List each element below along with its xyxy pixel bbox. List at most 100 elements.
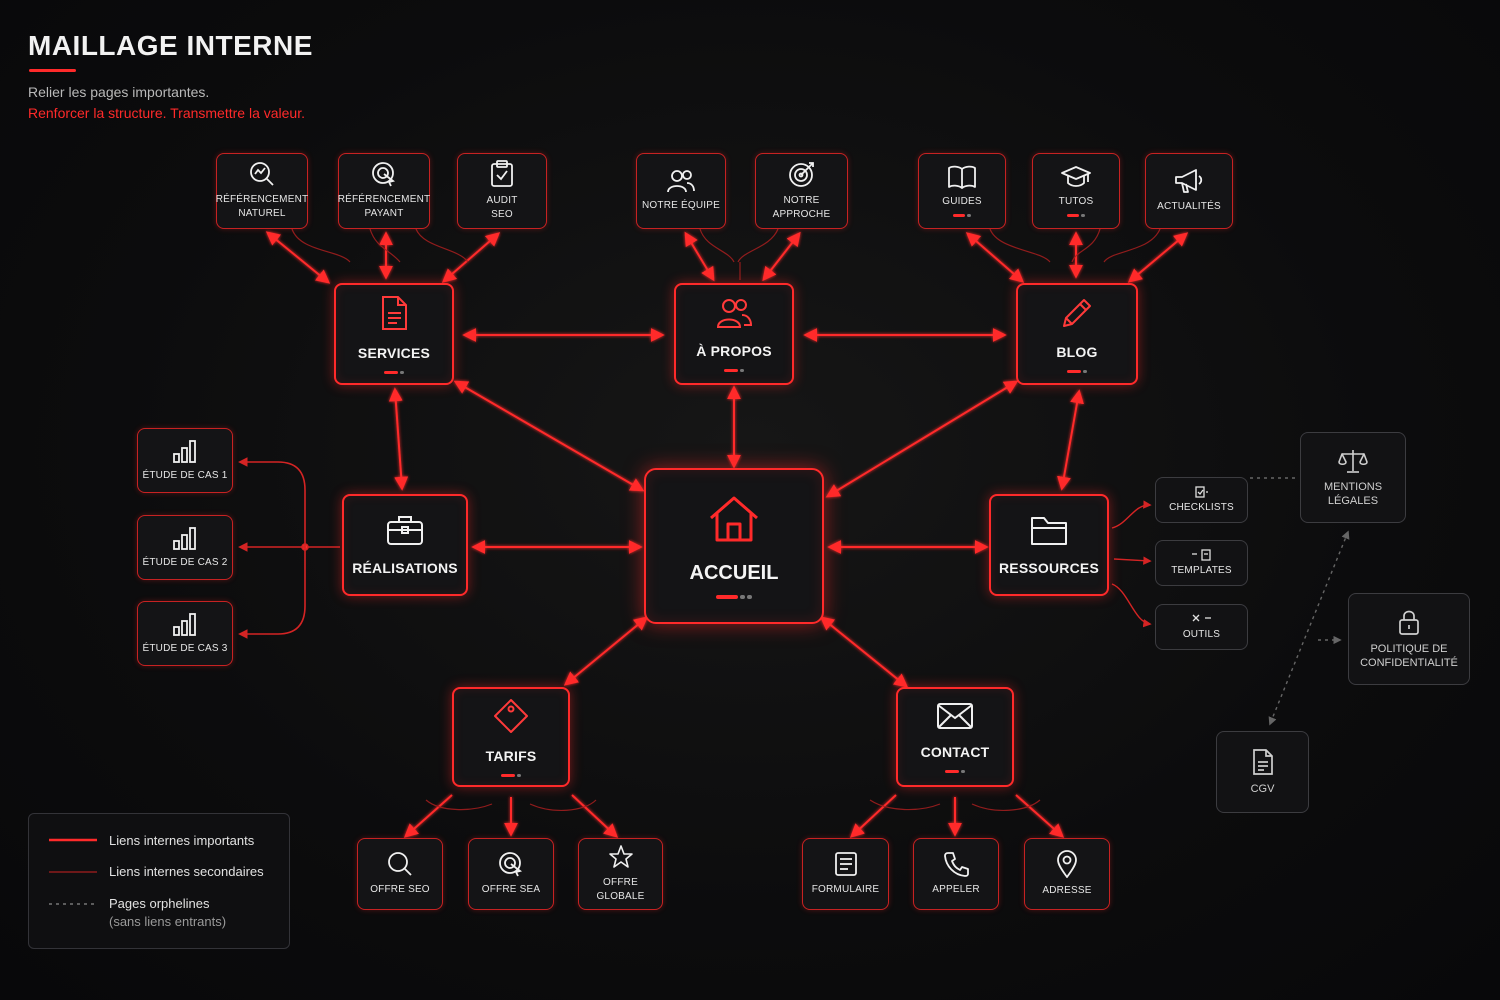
node-indicator <box>501 773 521 777</box>
bar-chart-icon <box>173 439 196 463</box>
node-outils[interactable]: OUTILS <box>1155 604 1248 650</box>
node-realisations[interactable]: RÉALISATIONS <box>342 494 468 596</box>
node-label: TEMPLATES <box>1171 564 1232 576</box>
node-label: GUIDES <box>942 196 982 207</box>
target-cursor-icon <box>372 162 396 187</box>
node-checklists[interactable]: CHECKLISTS <box>1155 477 1248 523</box>
node-notre-equipe[interactable]: NOTRE ÉQUIPE <box>636 153 726 229</box>
node-offre-seo[interactable]: OFFRE SEO <box>357 838 443 910</box>
node-actualites[interactable]: ACTUALITÉS <box>1145 153 1233 229</box>
envelope-icon <box>937 702 973 729</box>
node-label: ADRESSE <box>1042 885 1092 896</box>
scales-icon <box>1338 449 1368 473</box>
target-cursor-icon <box>499 852 523 877</box>
node-label: CHECKLISTS <box>1169 501 1234 513</box>
node-label: OUTILS <box>1182 628 1221 640</box>
node-label: FORMULAIRE <box>811 884 880 895</box>
node-tarifs[interactable]: TARIFS <box>452 687 570 787</box>
search-icon <box>388 852 412 876</box>
node-mentions-legales[interactable]: MENTIONS LÉGALES <box>1300 432 1406 523</box>
important-links <box>265 231 1189 838</box>
node-politique-confidentialite[interactable]: POLITIQUE DE CONFIDENTIALITÉ <box>1348 593 1470 685</box>
node-appeler[interactable]: APPELER <box>913 838 999 910</box>
legend-important-label: Liens internes importants <box>109 833 255 848</box>
node-indicator <box>953 214 971 217</box>
node-label: RÉALISATIONS <box>352 560 458 576</box>
node-label: AUDIT SEO <box>486 195 518 220</box>
legend-orphan-swatch <box>49 903 97 905</box>
node-label: RÉFÉRENCEMENT PAYANT <box>337 194 431 219</box>
node-services[interactable]: SERVICES <box>334 283 454 385</box>
star-icon <box>608 845 633 868</box>
node-indicator <box>1067 214 1085 217</box>
team-icon <box>667 170 695 193</box>
node-referencement-naturel[interactable]: RÉFÉRENCEMENT NATUREL <box>216 153 308 229</box>
node-offre-globale[interactable]: OFFRE GLOBALE <box>578 838 663 910</box>
subtitle: Relier les pages importantes. <box>28 84 210 100</box>
node-formulaire[interactable]: FORMULAIRE <box>802 838 889 910</box>
node-blog[interactable]: BLOG <box>1016 283 1138 385</box>
legend-secondary-swatch <box>49 871 97 873</box>
node-label: NOTRE ÉQUIPE <box>642 200 720 211</box>
node-label: BLOG <box>1056 343 1098 360</box>
node-audit-seo[interactable]: AUDIT SEO <box>457 153 547 229</box>
node-etude-de-cas-1[interactable]: ÉTUDE DE CAS 1 <box>137 428 233 493</box>
node-indicator <box>716 594 752 599</box>
node-label: SERVICES <box>357 344 431 361</box>
node-contact[interactable]: CONTACT <box>896 687 1014 787</box>
template-icon <box>1191 548 1211 561</box>
node-indicator <box>1067 369 1087 373</box>
document-icon <box>382 295 407 330</box>
node-indicator <box>724 368 744 372</box>
legend: Liens internes importants Liens internes… <box>28 813 290 949</box>
node-label: ÉTUDE DE CAS 2 <box>142 556 228 568</box>
phone-icon <box>944 852 969 877</box>
pencil-icon <box>1063 298 1091 327</box>
node-a-propos[interactable]: À PROPOS <box>674 283 794 385</box>
node-label: NOTRE APPROCHE <box>772 195 831 220</box>
node-etude-de-cas-2[interactable]: ÉTUDE DE CAS 2 <box>137 515 233 580</box>
case-study-links <box>238 457 340 639</box>
resource-links <box>1111 500 1152 628</box>
megaphone-icon <box>1175 169 1203 193</box>
node-label: CONTACT <box>920 743 990 760</box>
node-guides[interactable]: GUIDES <box>918 153 1006 229</box>
node-label: POLITIQUE DE CONFIDENTIALITÉ <box>1360 643 1458 669</box>
node-label: ÉTUDE DE CAS 3 <box>142 642 228 654</box>
legend-orphan-text: Pages orphelines <box>109 896 210 911</box>
node-adresse[interactable]: ADRESSE <box>1024 838 1110 910</box>
page-title: MAILLAGE INTERNE <box>28 30 313 61</box>
node-cgv[interactable]: CGV <box>1216 731 1309 813</box>
node-offre-sea[interactable]: OFFRE SEA <box>468 838 554 910</box>
node-notre-approche[interactable]: NOTRE APPROCHE <box>755 153 848 229</box>
briefcase-icon <box>387 516 423 545</box>
node-referencement-payant[interactable]: RÉFÉRENCEMENT PAYANT <box>338 153 430 229</box>
node-ressources[interactable]: RESSOURCES <box>989 494 1109 596</box>
bar-chart-icon <box>173 526 196 550</box>
title-underline <box>29 69 76 72</box>
node-etude-de-cas-3[interactable]: ÉTUDE DE CAS 3 <box>137 601 233 666</box>
form-icon <box>834 852 857 876</box>
node-templates[interactable]: TEMPLATES <box>1155 540 1248 586</box>
node-accueil[interactable]: ACCUEIL <box>644 468 824 624</box>
tools-icon <box>1192 614 1211 621</box>
node-label: ÉTUDE DE CAS 1 <box>142 469 228 481</box>
graduation-cap-icon <box>1061 166 1091 187</box>
node-label: ACTUALITÉS <box>1157 201 1221 212</box>
node-label: OFFRE SEO <box>370 884 430 895</box>
folder-icon <box>1031 517 1067 545</box>
node-label: TUTOS <box>1058 196 1094 207</box>
node-tutos[interactable]: TUTOS <box>1032 153 1120 229</box>
home-icon <box>710 496 758 541</box>
tagline: Renforcer la structure. Transmettre la v… <box>28 105 305 121</box>
location-pin-icon <box>1057 850 1077 878</box>
bar-chart-icon <box>173 612 196 636</box>
lock-icon <box>1399 610 1419 635</box>
users-icon <box>716 298 752 328</box>
node-label: ACCUEIL <box>689 561 779 584</box>
node-label: CGV <box>1250 783 1275 795</box>
legend-secondary-label: Liens internes secondaires <box>109 864 264 879</box>
node-label: OFFRE GLOBALE <box>596 877 645 902</box>
node-indicator <box>945 769 965 773</box>
